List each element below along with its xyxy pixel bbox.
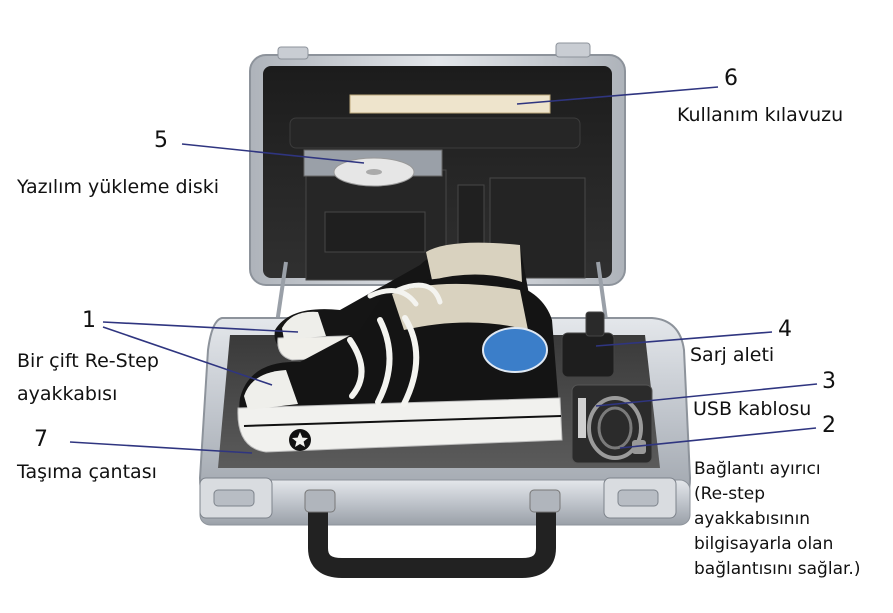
callout-description-2-line-4: bağlantısını sağlar.)	[694, 559, 861, 579]
callout-label-5: Yazılım yükleme diski	[17, 176, 220, 198]
callout-description-2-line-3: bilgisayarla olan	[694, 534, 834, 554]
callout-label-2: Bağlantı ayırıcı	[694, 459, 821, 479]
callout-number-4: 4	[778, 317, 792, 342]
leader-line-3	[595, 383, 818, 407]
leader-line-5	[181, 143, 365, 164]
leader-line-7	[69, 441, 253, 454]
callout-label-1-line-2: ayakkabısı	[17, 383, 118, 405]
usb-cable-and-splitter	[571, 384, 653, 464]
callout-number-1: 1	[82, 308, 96, 333]
leader-line-6	[516, 86, 719, 105]
callout-number-5: 5	[154, 128, 168, 153]
shoe-front	[237, 277, 563, 453]
case-latches	[199, 477, 677, 519]
callout-number-6: 6	[724, 66, 738, 91]
callout-label-6: Kullanım kılavuzu	[677, 104, 844, 126]
hinge-right	[596, 261, 608, 321]
callout-label-1-line-1: Bir çift Re-Step	[17, 350, 159, 372]
callout-description-2-line-2: ayakkabısının	[694, 509, 811, 529]
leader-line-1a	[102, 321, 299, 333]
leader-line-2	[619, 427, 817, 449]
charger	[561, 311, 615, 378]
lid-strap	[289, 117, 581, 149]
callout-label-3: USB kablosu	[693, 398, 812, 420]
user-manual	[349, 94, 551, 114]
callout-number-3: 3	[822, 369, 836, 394]
callout-label-7: Taşıma çantası	[17, 461, 157, 483]
callout-leader-lines	[69, 86, 818, 454]
callout-number-2: 2	[822, 413, 836, 438]
software-disc	[303, 149, 443, 187]
callout-number-7: 7	[34, 427, 48, 452]
leader-line-1b	[102, 326, 273, 386]
callout-description-2-line-1: (Re-step	[694, 484, 766, 504]
case-handle	[304, 489, 561, 578]
callout-label-4: Sarj aleti	[690, 344, 775, 366]
leader-line-4	[595, 331, 773, 347]
